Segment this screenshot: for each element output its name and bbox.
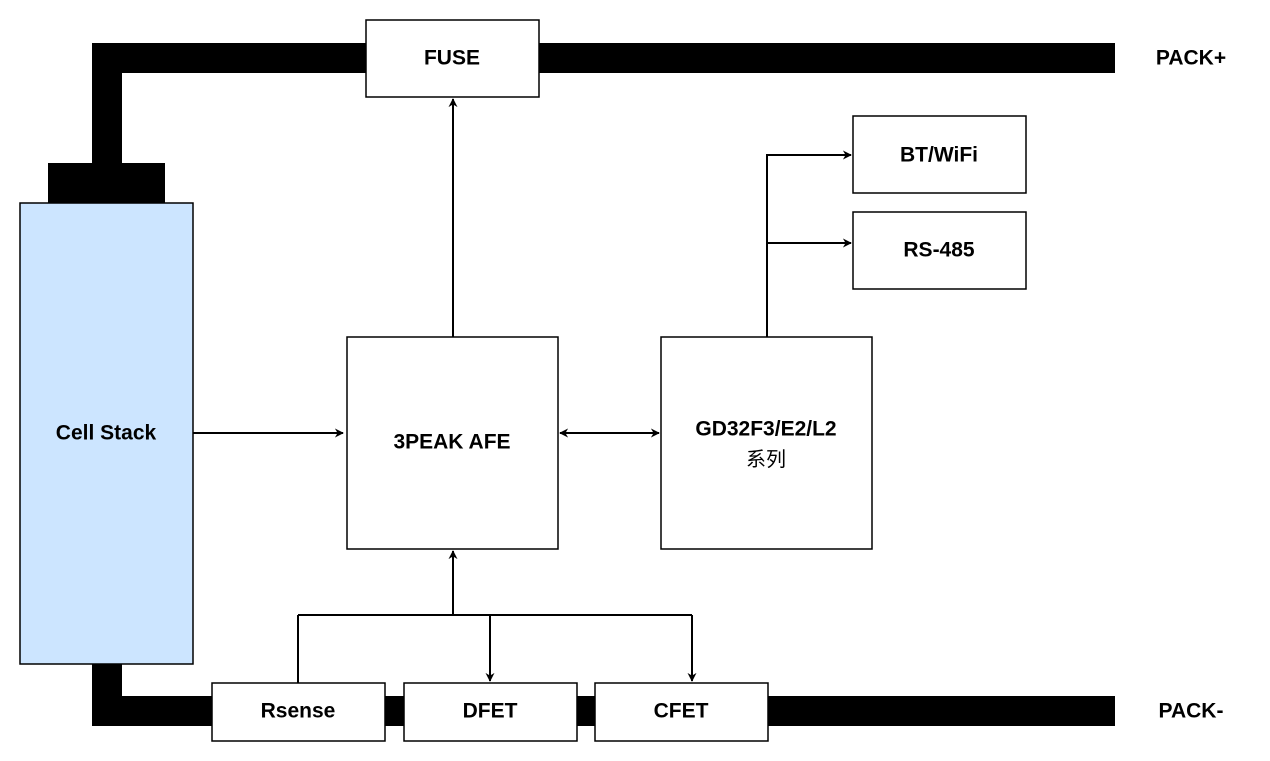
pack-plus-label: PACK+	[1156, 47, 1226, 70]
afe-box	[346, 336, 559, 550]
cfet-box	[594, 682, 769, 742]
rsense-label: Rsense	[261, 700, 336, 723]
cfet-block: CFET	[594, 682, 769, 742]
positive-bus-line	[92, 43, 367, 165]
bt-wifi-block: BT/WiFi	[852, 115, 1027, 194]
afe-label: 3PEAK AFE	[393, 431, 510, 454]
bt-wifi-label: BT/WiFi	[900, 144, 978, 167]
dfet-block: DFET	[403, 682, 578, 742]
pack-minus-label: PACK-	[1159, 700, 1224, 723]
mcu-sublabel: 系列	[746, 447, 786, 471]
fuse-box	[365, 19, 540, 98]
rs485-box	[852, 211, 1027, 290]
mcu-to-bt-wifi-arrow	[766, 150, 852, 337]
mcu-box	[660, 336, 873, 550]
rsense-block: Rsense	[211, 682, 386, 742]
dfet-label: DFET	[463, 700, 518, 723]
rs485-block: RS-485	[852, 211, 1027, 290]
cell-stack-block: Cell Stack	[19, 202, 194, 665]
signal-connectors	[193, 98, 852, 683]
mcu-label: GD32F3/E2/L2	[695, 418, 836, 441]
cell-stack-box	[19, 202, 194, 665]
rs485-label: RS-485	[903, 239, 975, 262]
fuse-label: FUSE	[424, 47, 480, 70]
rsense-box	[211, 682, 386, 742]
mcu-block: GD32F3/E2/L2 系列	[660, 336, 873, 550]
cfet-label: CFET	[654, 700, 709, 723]
negative-bus-line	[92, 662, 212, 726]
fuse-block: FUSE	[365, 19, 540, 98]
cell-stack-top-terminal	[48, 163, 165, 203]
cell-stack-label: Cell Stack	[56, 422, 157, 445]
bt-wifi-box	[852, 115, 1027, 194]
afe-block: 3PEAK AFE	[346, 336, 559, 550]
power-bus	[48, 43, 1115, 726]
dfet-box	[403, 682, 578, 742]
